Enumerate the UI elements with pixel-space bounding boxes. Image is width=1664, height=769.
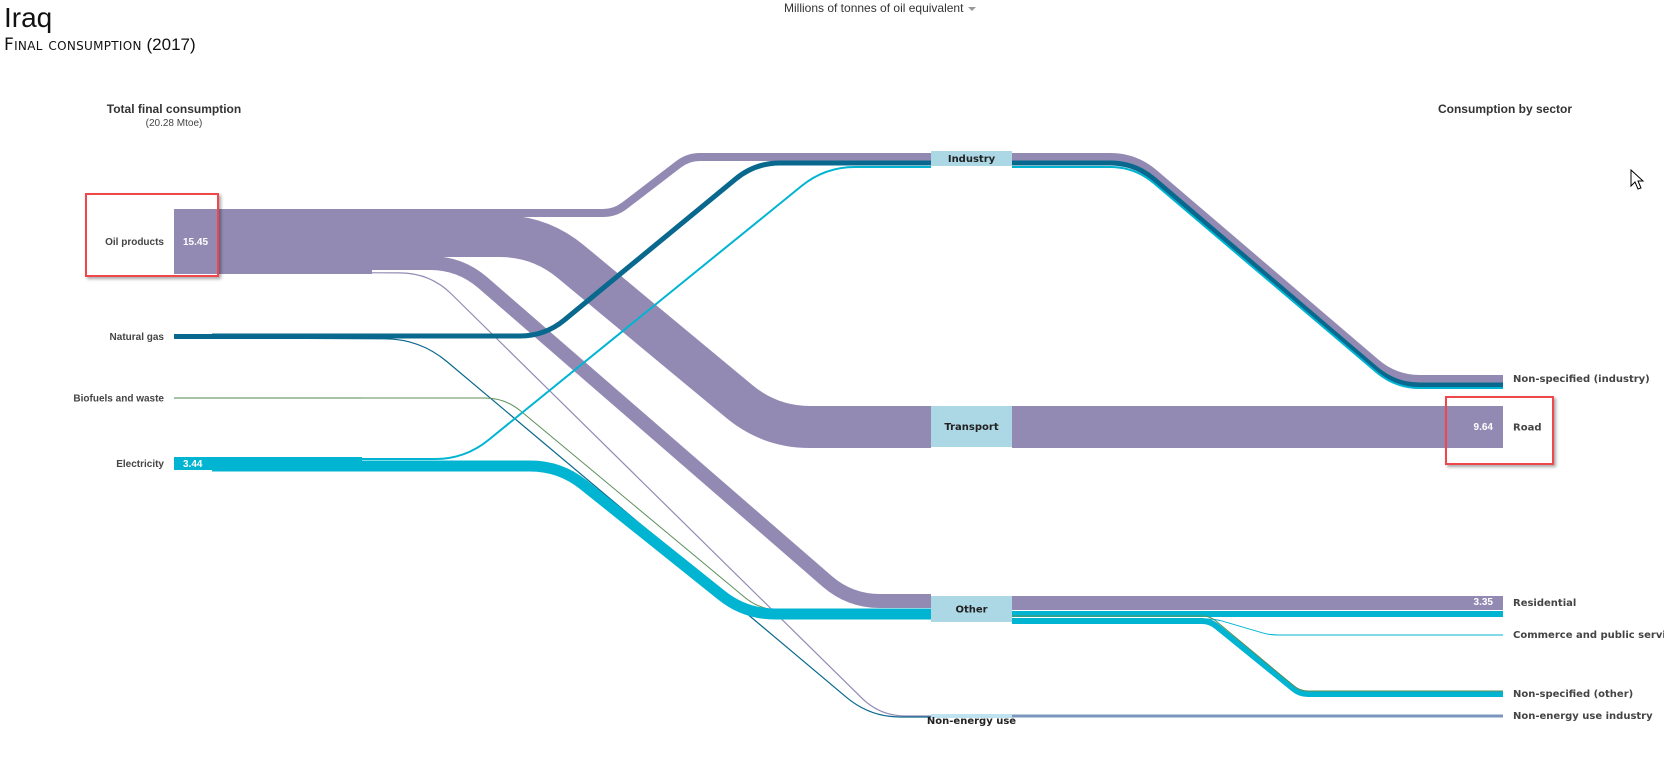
source-bar-oil-products (174, 209, 372, 274)
link-oil-industry (212, 153, 931, 217)
destination-label-commerce-and-public-services: Commerce and public services (1513, 630, 1664, 641)
sankey-links (211, 153, 1503, 718)
middle-label-other: Other (955, 605, 987, 616)
link-oil-non-energy (211, 271, 931, 717)
destination-label-non-specified-industry-: Non-specified (industry) (1513, 374, 1650, 385)
link-industry-nonspec-elec (1012, 166, 1503, 389)
link-industry-nonspec-gas (1012, 160, 1503, 388)
source-label-natural-gas: Natural gas (110, 332, 165, 343)
source-bar-natural-gas (174, 334, 362, 339)
link-gas-industry (212, 160, 931, 339)
caret-down-icon (968, 6, 977, 11)
link-industry-nonspec-oil (1012, 153, 1503, 383)
sankey-nodes (174, 151, 1012, 718)
left-column-total: (20.28 Mtoe) (145, 118, 203, 129)
link-other-nonspec-elec (1012, 618, 1503, 697)
unit-dropdown[interactable]: Millions of tonnes of oil equivalent (784, 1, 977, 15)
middle-label-transport: Transport (944, 422, 998, 433)
country-title: Iraq (4, 2, 53, 33)
link-other-commerce (1012, 618, 1503, 636)
source-label-biofuels-and-waste: Biofuels and waste (73, 394, 164, 405)
link-other-nonspec-bio (1012, 615, 1503, 692)
link-oil-transport (212, 215, 931, 448)
destination-label-non-specified-other-: Non-specified (other) (1513, 689, 1633, 700)
page-subtitle: Final consumption (2017) (4, 34, 196, 56)
middle-node-transport (931, 406, 1012, 447)
highlight-box-oil-products (85, 193, 219, 277)
link-gas-non-energy (211, 337, 931, 718)
right-column-title: Consumption by sector (1437, 102, 1572, 116)
middle-node-other (931, 596, 1012, 622)
middle-label-industry: Industry (948, 154, 996, 165)
unit-dropdown-value: Millions of tonnes of oil equivalent (784, 1, 964, 15)
middle-node-non-energy-use (931, 714, 1012, 718)
link-oil-other (212, 256, 931, 608)
destination-value-residential: 3.35 (1474, 597, 1494, 608)
destination-label-road: Road (1513, 423, 1541, 434)
mouse-cursor-icon (1630, 169, 1644, 190)
destination-label-residential: Residential (1513, 598, 1576, 609)
subtitle-year: (2017) (146, 35, 196, 54)
destination-label-non-energy-use-industry: Non-energy use industry (1513, 711, 1653, 722)
middle-label-non-energy-use: Non-energy use (927, 716, 1016, 727)
destination-value-road: 9.64 (1474, 422, 1494, 433)
source-bar-biofuels-and-waste (174, 397, 362, 399)
subtitle-main: Final consumption (4, 35, 142, 55)
left-column-title: Total final consumption (106, 102, 242, 116)
source-label-oil-products: Oil products (105, 237, 164, 248)
highlight-box-road (1445, 396, 1554, 465)
source-value-oil-products: 15.45 (183, 237, 208, 248)
link-electricity-industry (212, 166, 931, 460)
source-label-electricity: Electricity (116, 459, 164, 470)
source-bar-electricity (174, 457, 362, 470)
source-value-electricity: 3.44 (183, 459, 203, 470)
middle-node-industry (931, 151, 1012, 166)
link-electricity-other (212, 460, 931, 620)
